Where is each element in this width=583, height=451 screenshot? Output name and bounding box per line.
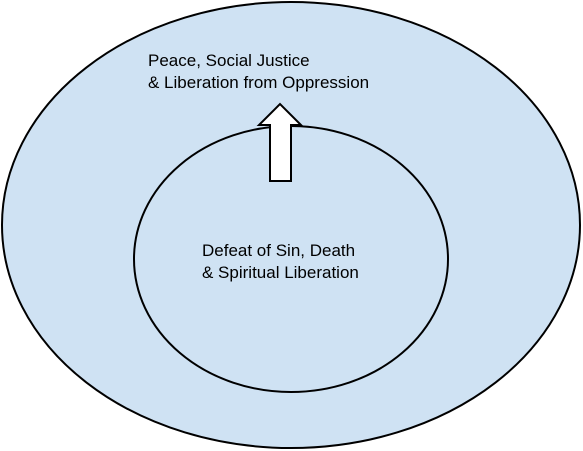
outer-label: Peace, Social Justice & Liberation from … <box>148 50 369 94</box>
outer-label-line-1: Peace, Social Justice <box>148 51 310 70</box>
inner-label: Defeat of Sin, Death & Spiritual Liberat… <box>202 240 359 284</box>
inner-label-line-1: Defeat of Sin, Death <box>202 241 356 260</box>
up-arrow-icon <box>256 102 304 182</box>
outer-label-line-2: & Liberation from Oppression <box>148 73 370 92</box>
inner-label-line-2: & Spiritual Liberation <box>202 263 359 282</box>
